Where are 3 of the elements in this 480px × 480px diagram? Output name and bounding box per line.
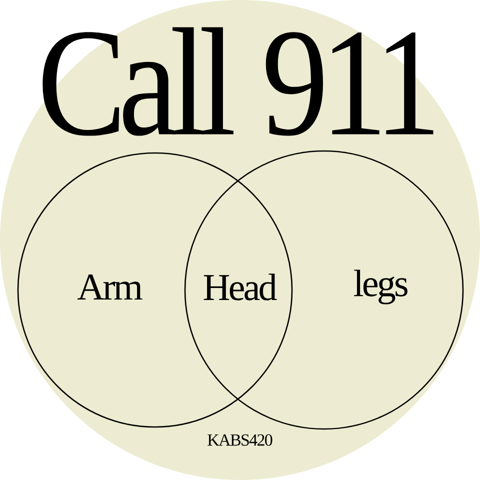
label-text: Head	[204, 274, 277, 300]
title: Call 911	[42, 27, 434, 136]
label-text: KABS420	[208, 434, 272, 446]
